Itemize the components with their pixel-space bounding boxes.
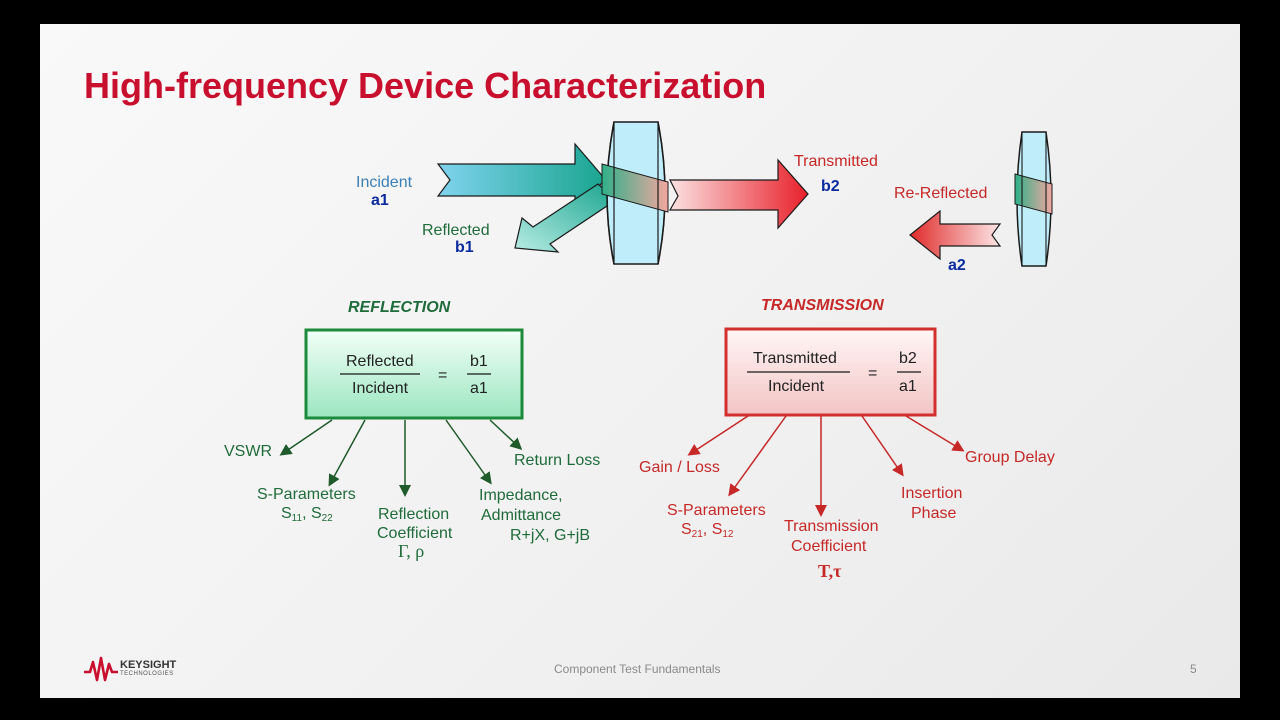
keysight-logo-icon <box>84 656 118 682</box>
trans-coef-line2: Coefficient <box>791 538 867 555</box>
slide-title: High-frequency Device Characterization <box>84 65 767 106</box>
transmission-header: TRANSMISSION <box>761 297 884 314</box>
a2-label: a2 <box>948 257 966 274</box>
footer-title: Component Test Fundamentals <box>554 662 721 676</box>
arrow-to-return-loss <box>489 419 523 451</box>
arrow-to-sparams-trans <box>728 415 787 497</box>
b1-label: b1 <box>455 239 474 256</box>
reflection-numerator: Reflected <box>346 353 414 370</box>
reflection-header: REFLECTION <box>348 299 451 316</box>
transmission-denominator: Incident <box>768 378 825 395</box>
reflection-denominator: Incident <box>352 380 409 397</box>
group-delay-label: Group Delay <box>965 449 1055 466</box>
transmission-equals: = <box>868 365 878 382</box>
s21-s12-label: S21, S12 <box>681 521 734 540</box>
reflection-equals: = <box>438 367 448 384</box>
transmitted-arrow <box>668 158 809 230</box>
keysight-logo-text: KEYSIGHT <box>120 659 177 671</box>
keysight-logo-subtext: TECHNOLOGIES <box>120 671 174 677</box>
refl-coef-line2: Coefficient <box>377 525 453 542</box>
return-loss-label: Return Loss <box>514 452 601 469</box>
gain-loss-label: Gain / Loss <box>639 459 720 476</box>
s11-s22-label: S11, S22 <box>281 505 333 524</box>
impedance-line1: Impedance, <box>479 487 563 504</box>
insertion-phase-line1: Insertion <box>901 485 963 502</box>
reflection-ratio-num: b1 <box>470 353 488 370</box>
vswr-label: VSWR <box>224 443 272 460</box>
transmission-numerator: Transmitted <box>753 350 837 367</box>
arrow-to-impedance <box>445 419 492 485</box>
arrow-to-group-delay <box>905 415 965 452</box>
impedance-line2: Admittance <box>481 507 562 524</box>
rereflected-label: Re-Reflected <box>894 185 988 202</box>
sparams-refl-label: S-Parameters <box>257 486 356 503</box>
device-under-test <box>601 121 669 265</box>
incident-label: Incident <box>356 174 413 191</box>
diagram-graphics <box>84 121 1053 682</box>
transmitted-label: Transmitted <box>794 153 878 170</box>
b2-label: b2 <box>821 178 840 195</box>
sparams-trans-label: S-Parameters <box>667 502 766 519</box>
refl-coef-symbols: Γ, ρ <box>398 541 425 561</box>
arrow-to-sparams-refl <box>328 419 366 487</box>
slide: High-frequency Device Characterization <box>40 24 1240 698</box>
insertion-phase-line2: Phase <box>911 505 957 522</box>
arrow-to-gain-loss <box>687 415 749 456</box>
refl-coef-line1: Reflection <box>378 506 450 523</box>
a1-label: a1 <box>371 192 389 209</box>
load-element <box>1014 131 1053 267</box>
transmission-ratio-num: b2 <box>899 350 917 367</box>
arrow-to-vswr <box>279 419 333 456</box>
reflected-arrow <box>514 183 617 253</box>
trans-coef-line1: Transmission <box>784 518 879 535</box>
rereflected-arrow <box>909 209 1002 261</box>
transmission-ratio-den: a1 <box>899 378 917 395</box>
impedance-line3: R+jX, G+jB <box>510 527 591 544</box>
trans-coef-symbols: T,τ <box>818 561 842 581</box>
page-number: 5 <box>1190 662 1197 676</box>
arrow-to-insertion-phase <box>861 415 904 477</box>
reflected-label: Reflected <box>422 222 490 239</box>
reflection-ratio-den: a1 <box>470 380 488 397</box>
